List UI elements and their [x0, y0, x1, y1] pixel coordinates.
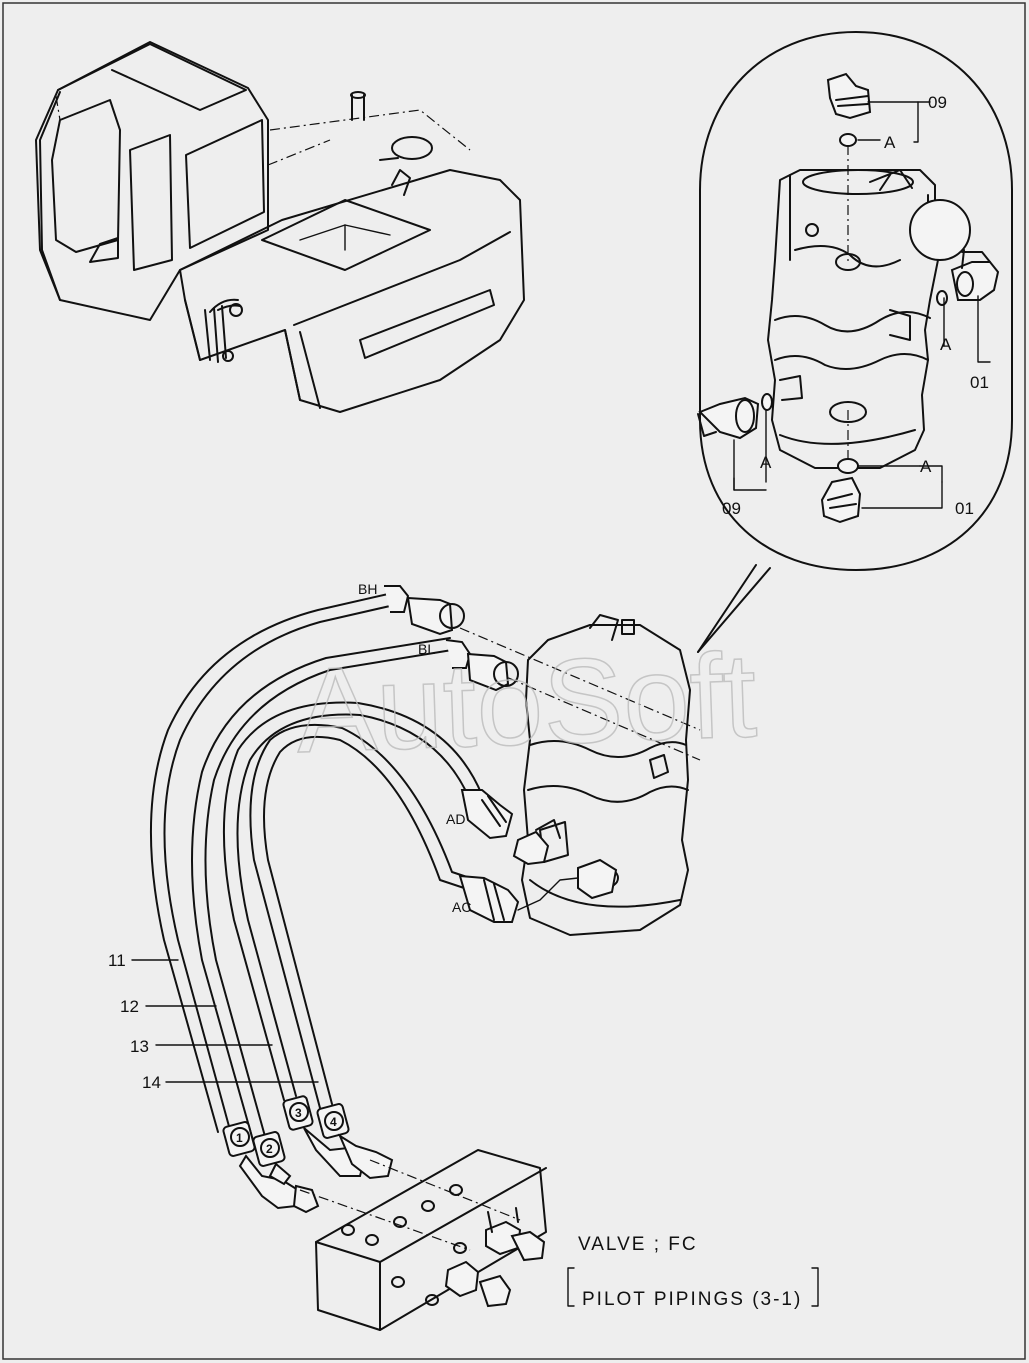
- fitting-ad: [460, 789, 561, 866]
- detail-label-09-top: 09: [928, 93, 947, 112]
- fc-valve-block: [299, 1149, 547, 1331]
- port-label-bh: BH: [358, 581, 377, 597]
- caption-line-2: PILOT PIPINGS (3-1): [582, 1289, 802, 1310]
- detail-label-01-bottom: 01: [955, 499, 974, 518]
- badge-1: [230, 1127, 250, 1147]
- excavator-illustration: [35, 41, 525, 413]
- caption-right-bracket: [811, 1267, 819, 1307]
- fitting-number-3: 3: [295, 1106, 302, 1120]
- hose-label-12: 12: [120, 997, 139, 1016]
- hose-label-14: 14: [142, 1073, 161, 1092]
- caption-line-1: VALVE ; FC: [578, 1234, 698, 1255]
- hose-label-13: 13: [130, 1037, 149, 1056]
- port-label-bl: BL: [418, 641, 435, 657]
- detail-bubble: [697, 31, 1013, 653]
- detail-label-01-right: 01: [970, 373, 989, 392]
- port-label-ac: AC: [452, 899, 471, 915]
- caption-block: VALVE ; FC PILOT PIPINGS (3-1): [567, 1234, 819, 1310]
- fitting-number-2: 2: [266, 1142, 273, 1156]
- detail-valve-body: [767, 145, 971, 469]
- main-valve-body: [459, 614, 701, 936]
- hose-leaders: [131, 959, 319, 1083]
- watermark: AutoSoft: [294, 628, 759, 778]
- detail-leaders: [733, 101, 991, 509]
- port-label-ad: AD: [446, 811, 465, 827]
- hose-13: [222, 701, 483, 1101]
- fitting-number-badges: 1 2 3 4: [230, 1102, 344, 1158]
- detail-fitting-right: [936, 249, 1000, 306]
- badge-2: [260, 1138, 280, 1158]
- fitting-bl: [445, 639, 519, 692]
- detail-fitting-top: [826, 72, 872, 147]
- detail-label-a-bottom: A: [920, 457, 932, 476]
- fitting-number-1: 1: [236, 1131, 243, 1145]
- badge-3: [289, 1102, 309, 1122]
- detail-fitting-left: [697, 393, 773, 440]
- hose-12: [191, 637, 453, 1145]
- caption-left-bracket: [567, 1267, 575, 1307]
- fitting-bh: [384, 585, 465, 636]
- hose-label-11: 11: [108, 951, 126, 970]
- fitting-ac: [458, 858, 618, 923]
- detail-label-09-left: 09: [722, 499, 741, 518]
- detail-label-a-right: A: [940, 335, 952, 354]
- hose-11: [149, 593, 391, 1133]
- hose-14: [249, 723, 471, 1109]
- badge-4: [324, 1111, 344, 1131]
- fitting-number-4: 4: [330, 1115, 337, 1129]
- fitting-1: [222, 1121, 320, 1214]
- detail-label-a-top: A: [884, 133, 896, 152]
- detail-label-a-left: A: [760, 453, 772, 472]
